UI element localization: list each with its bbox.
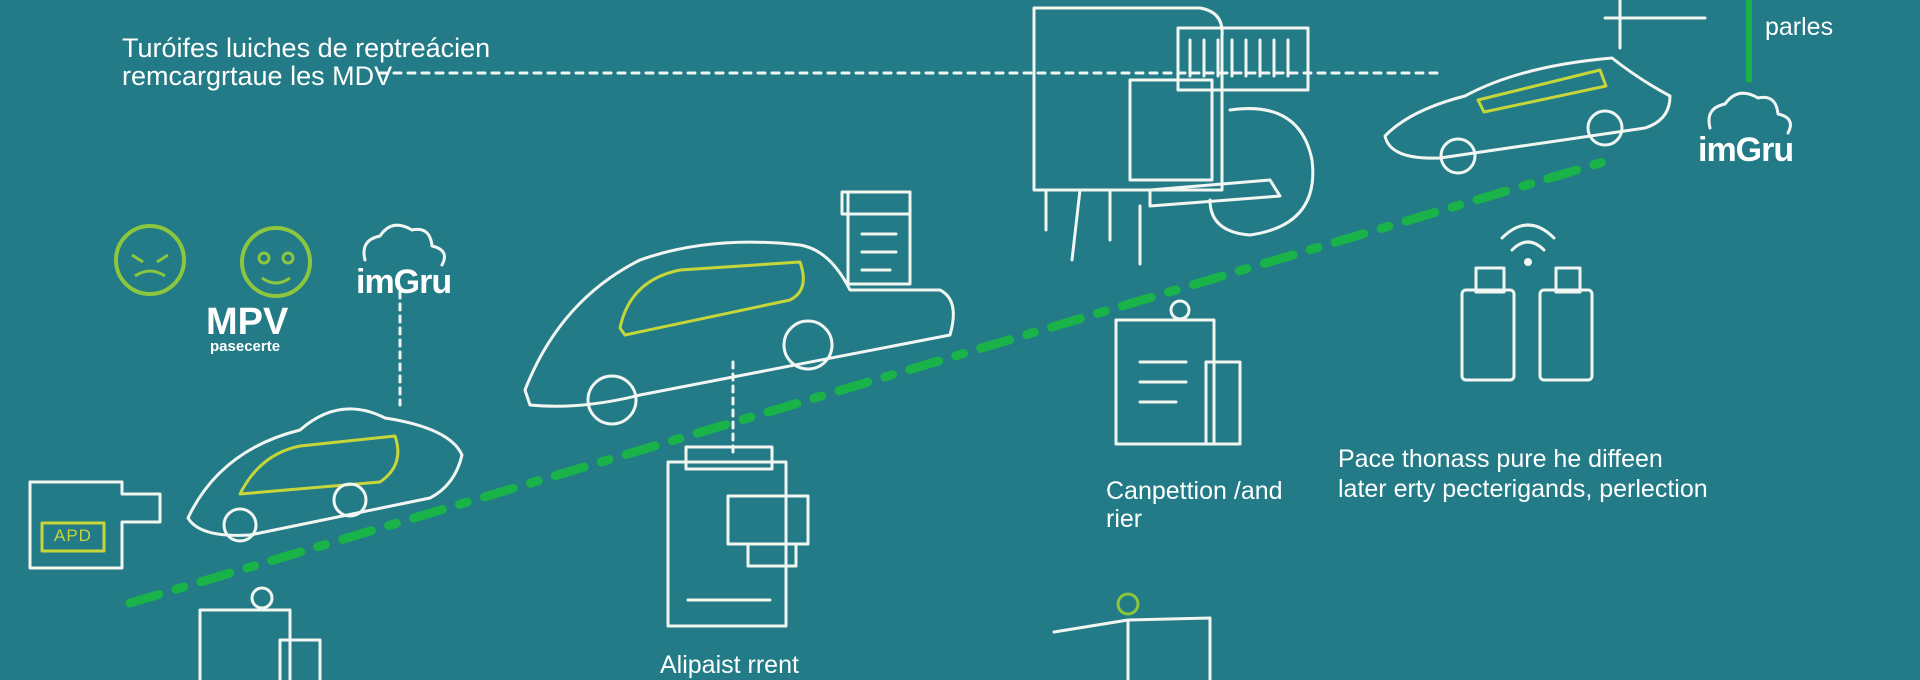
car-icon [1383,0,1707,175]
document-icon [198,586,322,680]
document-icon [1114,299,1242,446]
apd-label: APD [54,526,92,545]
document-icon [840,190,912,286]
mpv-title: MPV [206,301,289,343]
cloud-logo-text: imGru [356,263,452,301]
header-line-1: Turóifes luiches de reptreácien [122,33,491,63]
center-caption-line-2: rier [1106,505,1143,533]
right-caption-line-2: later erty pecterigands, perlection [1338,475,1708,503]
top-right-caption: parles [1765,13,1834,41]
car-icon [186,407,464,543]
wifi-icon [1500,223,1556,266]
file-box-icon [28,480,162,570]
smiley-face-icon [240,226,312,298]
cloud-logo-icon [362,91,1792,267]
growth-trend-line [125,155,1615,608]
printer-icon [666,445,810,628]
cloud-logo-text: imGru [1698,131,1794,169]
machine-icon [1032,6,1315,266]
right-caption-line-1: Pace thonass pure he diffeen [1338,445,1663,473]
sad-face-icon [114,224,186,296]
bottles-icon [1460,266,1594,382]
open-book-icon [1052,592,1212,680]
mpv-subtitle: pasecerte [210,338,281,355]
header-line-2: remcargrtaue les MDV [122,61,393,91]
center-caption-line-1: Canpettion /and [1106,477,1283,505]
car-icon [523,240,955,426]
middle-caption: Alipaist rrent [660,651,799,679]
